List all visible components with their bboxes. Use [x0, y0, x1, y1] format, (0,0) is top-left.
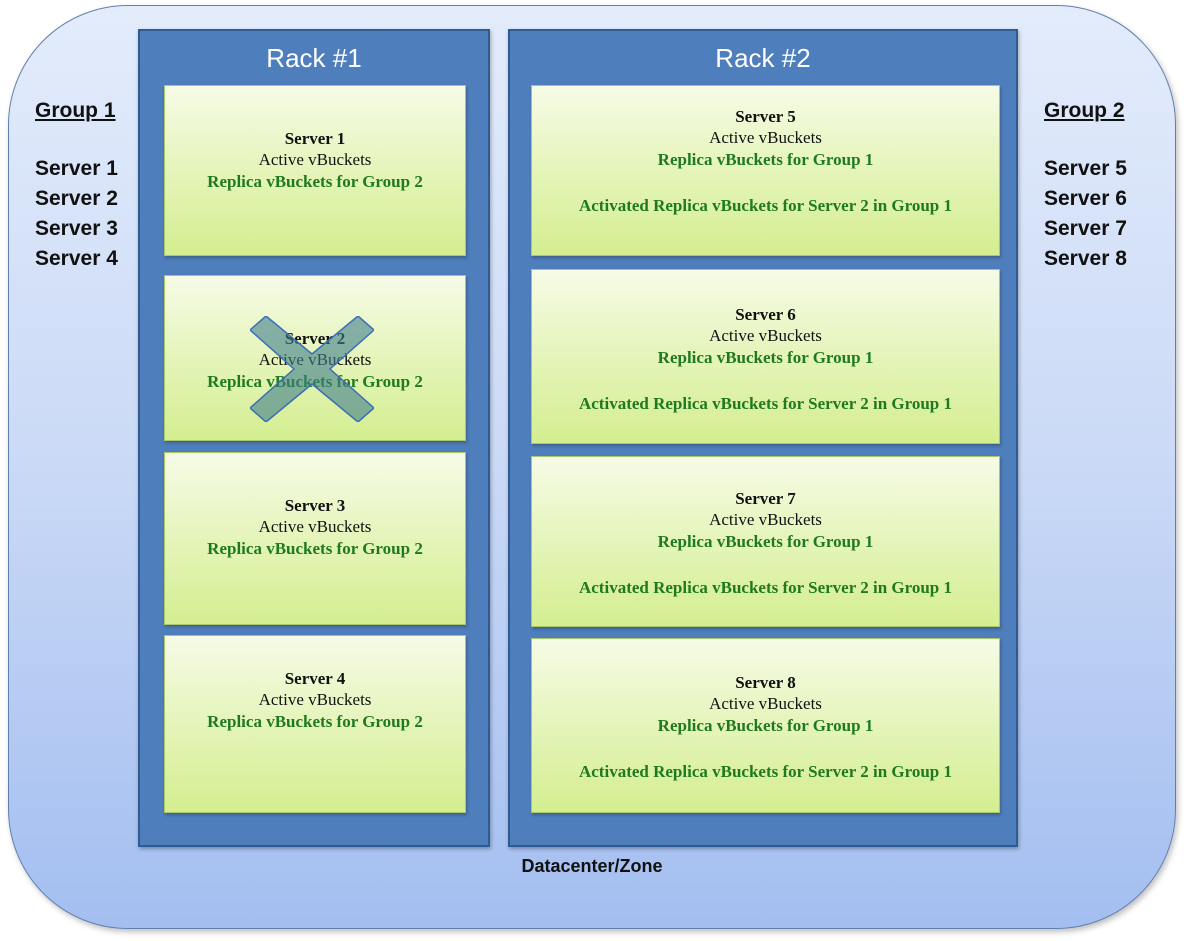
activated-replica-label: Activated Replica vBuckets for Server 2 …	[578, 762, 953, 781]
active-vbuckets-label: Active vBuckets	[258, 690, 372, 709]
group-2-server: Server 8	[1044, 247, 1127, 270]
replica-vbuckets-label: Replica vBuckets for Group 2	[207, 539, 423, 558]
group-1-server: Server 2	[35, 187, 118, 210]
zone-label: Datacenter/Zone	[521, 856, 663, 876]
server-1-box: Server 1 Active vBuckets Replica vBucket…	[164, 85, 466, 256]
group-2-list: Group 2 Server 5 Server 6 Server 7 Serve…	[1044, 96, 1127, 274]
activated-replica-label: Activated Replica vBuckets for Server 2 …	[578, 196, 953, 215]
active-vbuckets-label: Active vBuckets	[709, 326, 822, 345]
server-name: Server 4	[284, 669, 346, 688]
active-vbuckets-label: Active vBuckets	[258, 150, 372, 169]
server-name: Server 5	[735, 107, 796, 126]
activated-replica-label: Activated Replica vBuckets for Server 2 …	[578, 578, 953, 597]
server-name: Server 7	[735, 489, 796, 508]
server-name: Server 1	[284, 129, 346, 148]
rack-2-title: Rack #2	[715, 43, 811, 73]
activated-replica-label: Activated Replica vBuckets for Server 2 …	[578, 394, 953, 413]
replica-vbuckets-label: Replica vBuckets for Group 1	[657, 150, 874, 169]
server-7-box: Server 7 Active vBuckets Replica vBucket…	[531, 456, 1000, 627]
server-2-box: Server 2 Active vBuckets Replica vBucket…	[164, 275, 466, 441]
replica-vbuckets-label: Replica vBuckets for Group 1	[657, 532, 874, 551]
group-1-heading: Group 1	[35, 99, 116, 122]
active-vbuckets-label: Active vBuckets	[709, 510, 822, 529]
server-8-box: Server 8 Active vBuckets Replica vBucket…	[531, 638, 1000, 813]
active-vbuckets-label: Active vBuckets	[258, 350, 372, 369]
server-name: Server 2	[284, 329, 346, 348]
group-2-heading: Group 2	[1044, 99, 1125, 122]
group-2-server: Server 7	[1044, 217, 1127, 240]
server-5-box: Server 5 Active vBuckets Replica vBucket…	[531, 85, 1000, 256]
group-2-server: Server 6	[1044, 187, 1127, 210]
group-2-server: Server 5	[1044, 157, 1127, 180]
server-name: Server 3	[284, 496, 346, 515]
group-1-list: Group 1 Server 1 Server 2 Server 3 Serve…	[35, 96, 118, 274]
server-name: Server 6	[735, 305, 796, 324]
active-vbuckets-label: Active vBuckets	[258, 517, 372, 536]
rack-1-title: Rack #1	[266, 43, 362, 73]
group-1-server: Server 3	[35, 217, 118, 240]
server-6-box: Server 6 Active vBuckets Replica vBucket…	[531, 269, 1000, 444]
replica-vbuckets-label: Replica vBuckets for Group 2	[207, 372, 423, 391]
server-3-box: Server 3 Active vBuckets Replica vBucket…	[164, 452, 466, 625]
group-1-server: Server 1	[35, 157, 118, 180]
replica-vbuckets-label: Replica vBuckets for Group 1	[657, 716, 874, 735]
server-4-box: Server 4 Active vBuckets Replica vBucket…	[164, 635, 466, 813]
active-vbuckets-label: Active vBuckets	[709, 694, 822, 713]
group-1-server: Server 4	[35, 247, 118, 270]
server-name: Server 8	[735, 673, 796, 692]
active-vbuckets-label: Active vBuckets	[709, 128, 822, 147]
replica-vbuckets-label: Replica vBuckets for Group 2	[207, 712, 423, 731]
replica-vbuckets-label: Replica vBuckets for Group 2	[207, 172, 423, 191]
replica-vbuckets-label: Replica vBuckets for Group 1	[657, 348, 874, 367]
